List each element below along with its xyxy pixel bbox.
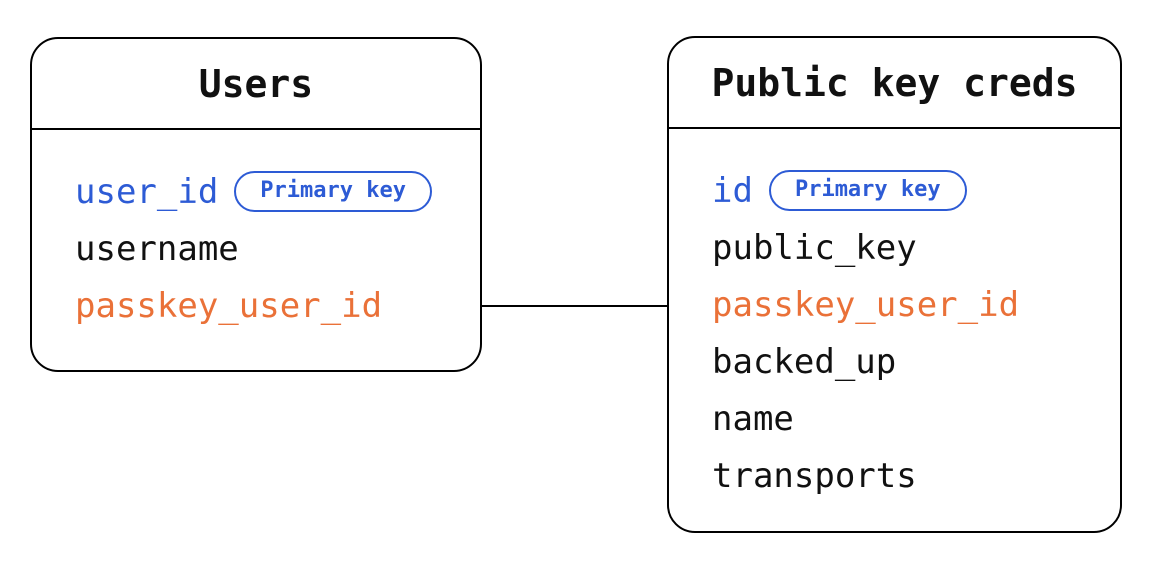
primary-key-badge: Primary key xyxy=(768,170,967,211)
field-row-passkey_user_id: passkey_user_id xyxy=(75,277,470,334)
table-users-header: Users xyxy=(32,39,480,130)
primary-key-badge: Primary key xyxy=(234,171,432,212)
field-name: passkey_user_id xyxy=(75,285,383,326)
field-name: passkey_user_id xyxy=(712,284,1020,325)
field-name: username xyxy=(75,228,239,269)
field-row-public_key: public_key xyxy=(712,219,1110,276)
field-name: transports xyxy=(712,455,917,496)
field-name: name xyxy=(712,398,794,439)
table-users-title: Users xyxy=(198,61,314,106)
field-name: public_key xyxy=(712,227,917,268)
field-row-user_id: user_id Primary key xyxy=(75,163,470,220)
table-users-fields: user_id Primary key username passkey_user_i… xyxy=(32,130,480,334)
table-public-key-creds-title: Public key creds xyxy=(711,60,1078,105)
field-name: user_id xyxy=(75,171,219,212)
field-name: id xyxy=(712,170,753,211)
field-row-transports: transports xyxy=(712,447,1110,504)
field-row-name: name xyxy=(712,390,1110,447)
field-name: backed_up xyxy=(712,341,897,382)
field-row-passkey_user_id: passkey_user_id xyxy=(712,276,1110,333)
table-public-key-creds-header: Public key creds xyxy=(669,38,1120,129)
table-users: Users user_id Primary key username passkey_… xyxy=(30,37,482,372)
field-row-username: username xyxy=(75,220,470,277)
field-row-backed_up: backed_up xyxy=(712,333,1110,390)
field-row-id: id Primary key xyxy=(712,162,1110,219)
table-public-key-creds: Public key creds id Primary key public_key… xyxy=(667,36,1122,533)
relationship-line-passkey-user-id xyxy=(482,305,667,307)
